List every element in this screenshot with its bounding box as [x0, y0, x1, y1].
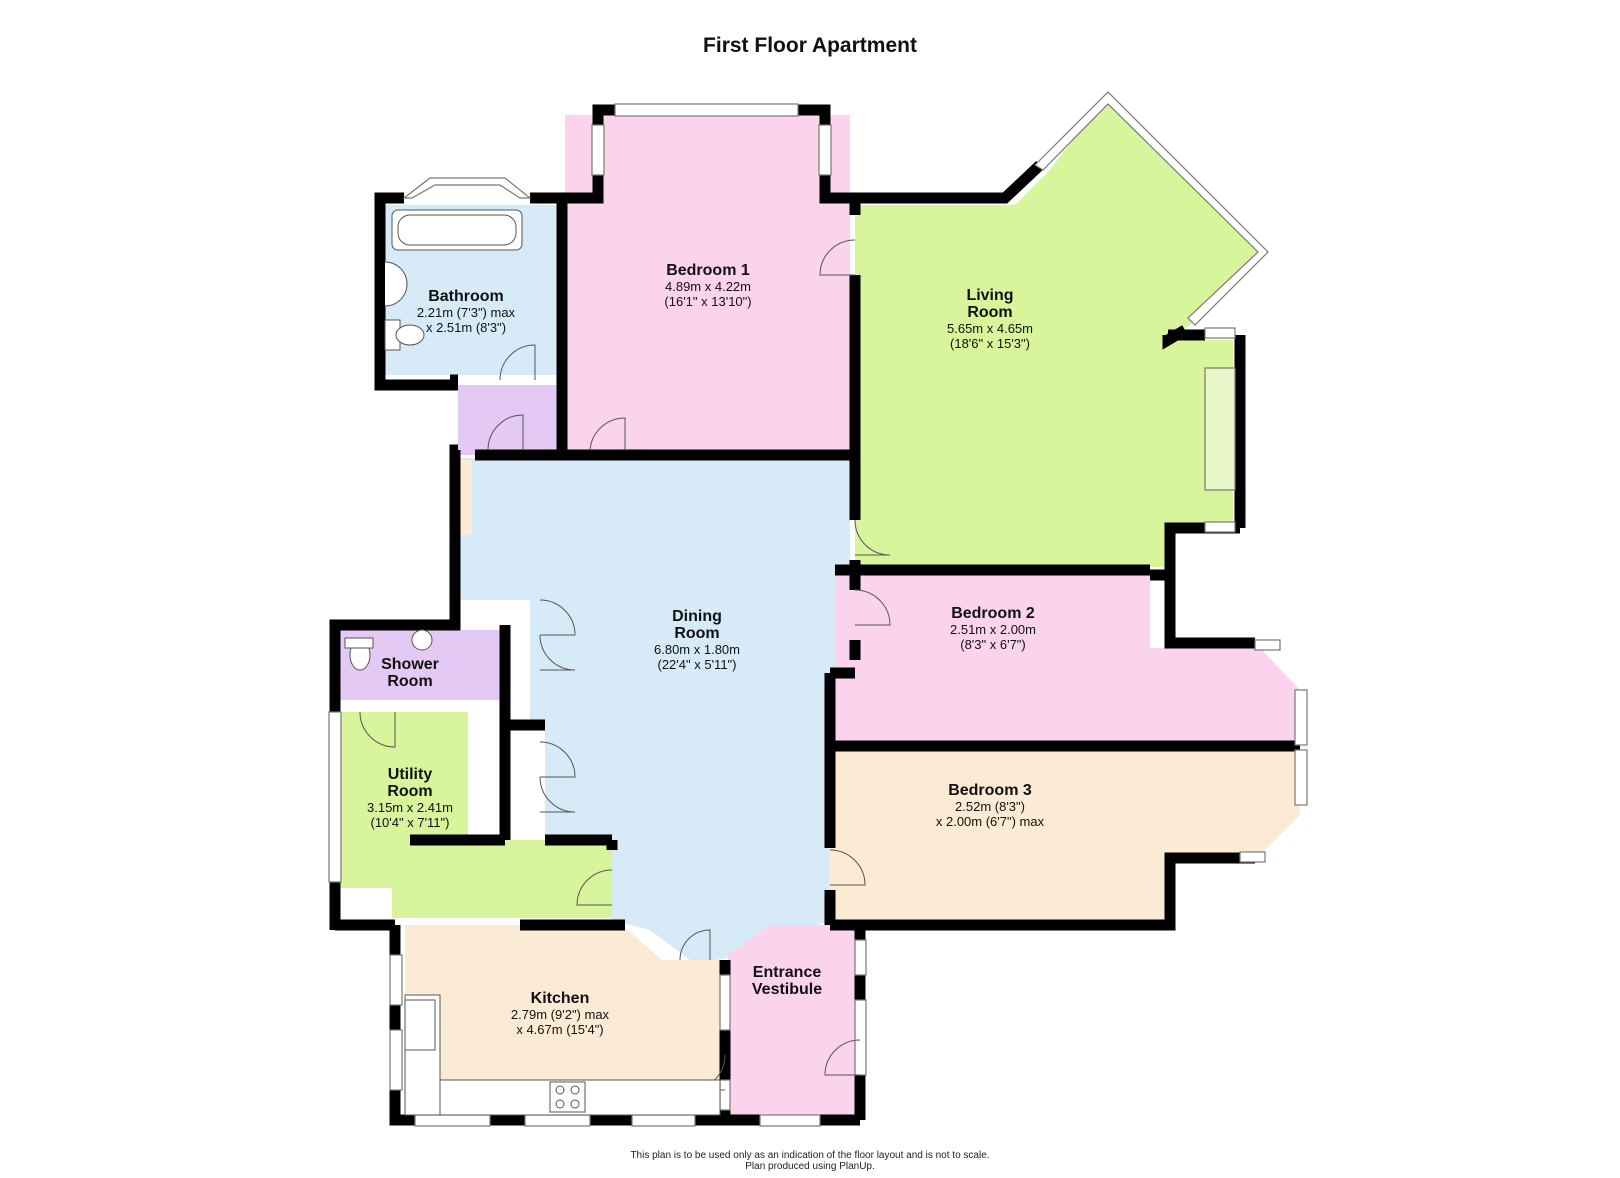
kitchen-fill — [405, 925, 722, 1115]
window — [591, 124, 605, 176]
window — [759, 1114, 821, 1127]
wardrobe-door-icon — [539, 634, 576, 671]
room-name: Room — [387, 673, 433, 690]
window — [1204, 521, 1236, 533]
room-label-bedroom1: Bedroom 1 4.89m x 4.22m (16'1" x 13'10") — [664, 262, 751, 309]
room-name: Entrance — [752, 964, 822, 981]
room-label-living: Living Room 5.65m x 4.65m (18'6" x 15'3"… — [947, 287, 1033, 351]
room-dims: 5.65m x 4.65m — [947, 321, 1033, 336]
window — [389, 954, 403, 1006]
door-icon — [854, 519, 891, 556]
room-name: Bedroom 1 — [666, 262, 750, 279]
vestibule-fill — [728, 925, 855, 1115]
room-name: Living — [966, 287, 1014, 304]
bedroom1-fill — [565, 115, 850, 450]
window — [1294, 689, 1308, 746]
doors — [359, 239, 891, 1091]
room-name: Shower — [381, 656, 439, 673]
utility-cupboard — [340, 888, 392, 918]
disclaimer-line: This plan is to be used only as an indic… — [630, 1150, 990, 1161]
room-label-bathroom: Bathroom 2.21m (7'3") max x 2.51m (8'3") — [417, 288, 515, 335]
room-dims: x 2.51m (8'3") — [425, 320, 507, 335]
door-icon — [819, 239, 856, 276]
room-label-bedroom3: Bedroom 3 2.52m (8'3") x 2.00m (6'7") ma… — [936, 782, 1044, 829]
living-fill — [855, 95, 1265, 567]
window — [524, 1114, 591, 1127]
window — [1034, 91, 1269, 326]
disclaimer: This plan is to be used only as an indic… — [0, 1150, 1620, 1172]
room-label-shower: Shower Room — [381, 656, 439, 690]
window — [402, 177, 532, 199]
room-dims: (10'4" x 7'11") — [370, 815, 450, 830]
room-dims: 2.79m (9'2") max — [510, 1007, 610, 1022]
room-name: Bathroom — [428, 288, 504, 305]
wardrobe-door-icon — [539, 776, 576, 813]
room-dims: 2.21m (7'3") max — [416, 305, 516, 320]
sink-icon — [404, 999, 436, 1051]
window — [1254, 639, 1281, 651]
room-label-kitchen: Kitchen 2.79m (9'2") max x 4.67m (15'4") — [511, 990, 609, 1037]
room-dims: (16'1" x 13'10") — [664, 294, 752, 309]
utility-fill — [340, 712, 612, 918]
plan-title: First Floor Apartment — [703, 34, 917, 57]
door-icon — [589, 417, 626, 451]
basin-icon — [411, 629, 433, 651]
room-dims: (8'3" x 6'7") — [960, 637, 1026, 652]
room-name: Room — [387, 783, 433, 800]
window — [414, 1114, 491, 1127]
room-dims: x 4.67m (15'4") — [516, 1022, 604, 1037]
room-name: Bedroom 2 — [951, 605, 1035, 622]
room-name: Bedroom 3 — [948, 782, 1032, 799]
window — [1239, 851, 1266, 863]
room-dims: 2.52m (8'3") — [955, 799, 1025, 814]
door-icon — [854, 589, 891, 626]
door-icon — [679, 929, 711, 961]
door-icon — [499, 344, 536, 381]
room-label-vestibule: Entrance Vestibule — [752, 964, 822, 998]
window — [1204, 327, 1236, 339]
room-name: Vestibule — [751, 981, 823, 998]
room-name: Room — [967, 304, 1013, 321]
room-name: Kitchen — [530, 990, 590, 1007]
window — [854, 999, 867, 1076]
room-dims: (22'4" x 5'11") — [657, 657, 737, 672]
window — [719, 974, 731, 1031]
room-dims: x 2.00m (6'7") max — [935, 814, 1045, 829]
room-label-dining: Dining Room 6.80m x 1.80m (22'4" x 5'11"… — [654, 608, 740, 672]
wardrobe-door-icon — [539, 599, 576, 636]
room-name: Room — [674, 625, 720, 642]
room-dims: 3.15m x 2.41m — [367, 800, 453, 815]
window — [1294, 749, 1308, 806]
window — [818, 124, 832, 176]
wardrobe-door-icon — [539, 741, 576, 778]
window — [854, 939, 867, 976]
bedroom2-fill — [835, 575, 1300, 742]
room-dims: 4.89m x 4.22m — [665, 279, 751, 294]
door-icon — [576, 869, 613, 906]
room-name: Utility — [387, 766, 433, 783]
window — [631, 1114, 696, 1127]
fixtures — [344, 209, 721, 1116]
room-name: Dining — [672, 608, 722, 625]
room-label-utility: Utility Room 3.15m x 2.41m (10'4" x 7'11… — [367, 766, 453, 830]
window — [614, 103, 799, 117]
landing-fill — [458, 385, 558, 455]
door-icon — [829, 849, 866, 886]
basin-icon — [384, 261, 408, 307]
room-dims: 2.51m x 2.00m — [950, 622, 1036, 637]
door-icon — [487, 414, 524, 451]
door-icon — [824, 1039, 861, 1076]
window — [719, 1079, 731, 1111]
room-label-bedroom2: Bedroom 2 2.51m x 2.00m (8'3" x 6'7") — [950, 605, 1036, 652]
disclaimer-line: Plan produced using PlanUp. — [745, 1161, 875, 1172]
room-dims: 6.80m x 1.80m — [654, 642, 740, 657]
room-dims: (18'6" x 15'3") — [950, 336, 1030, 351]
window — [1204, 367, 1236, 491]
dining-closet — [458, 460, 472, 535]
window — [389, 1029, 403, 1091]
window — [328, 711, 342, 883]
bedroom3-fill — [830, 750, 1300, 920]
hob-icon — [549, 1081, 586, 1113]
door-icon — [359, 711, 396, 748]
